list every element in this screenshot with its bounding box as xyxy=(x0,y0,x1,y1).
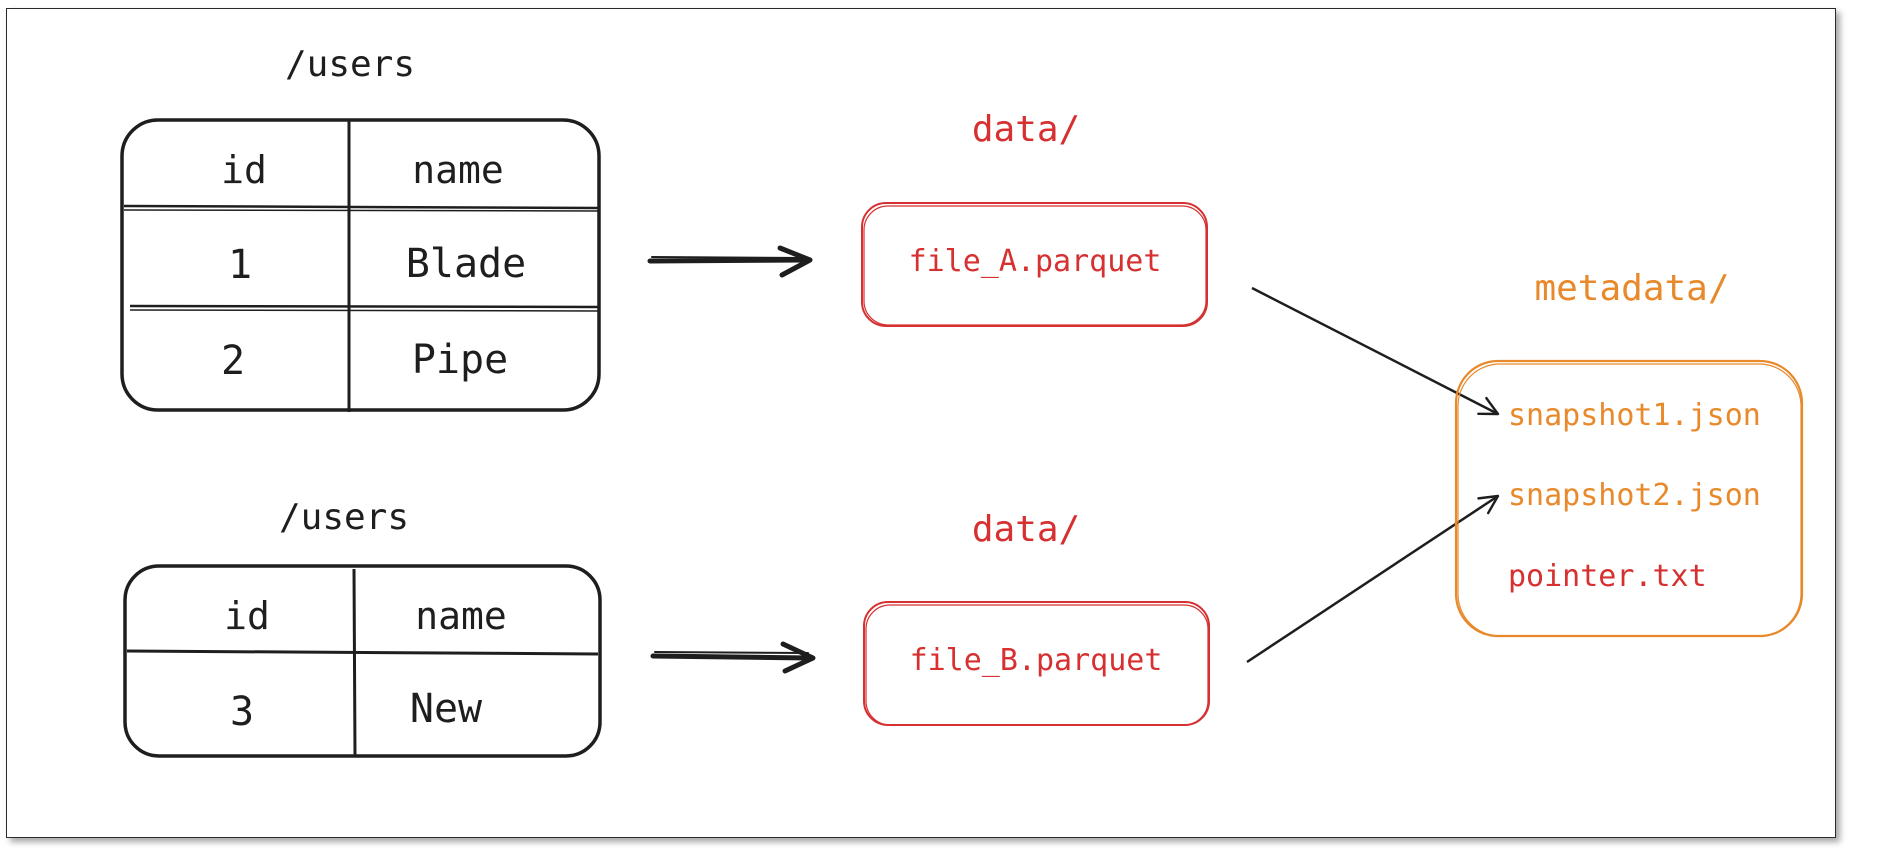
metadata-folder: metadata/ snapshot1.json snapshot2.json … xyxy=(1454,268,1804,638)
data-folder-label: data/ xyxy=(972,509,1080,550)
data-folder-a: data/ file_A.parquet xyxy=(861,109,1208,327)
metadata-file-name: snapshot1.json xyxy=(1508,398,1761,433)
header-cell-id: id xyxy=(221,148,267,192)
data-file-name: file_A.parquet xyxy=(909,244,1162,279)
table-title: /users xyxy=(285,44,415,85)
snapshot-arrow-1 xyxy=(1251,286,1500,416)
table-cell: 3 xyxy=(230,689,254,735)
data-file-name: file_B.parquet xyxy=(910,643,1163,678)
write-arrow-1 xyxy=(647,245,813,278)
snapshot-arrow-2 xyxy=(1246,494,1500,664)
write-arrow-2 xyxy=(650,641,816,674)
header-cell-name: name xyxy=(415,594,507,638)
table-border xyxy=(120,118,601,412)
table-cell: 2 xyxy=(221,338,245,384)
table-cell: Blade xyxy=(406,241,526,287)
table-cell: 1 xyxy=(228,242,252,288)
table-title: /users xyxy=(279,497,409,538)
data-folder-label: data/ xyxy=(972,109,1080,150)
metadata-file-name: pointer.txt xyxy=(1508,559,1707,594)
table-cell: New xyxy=(410,686,483,732)
diagram-frame xyxy=(6,8,1836,838)
data-file-box xyxy=(861,202,1208,327)
users-table-2: /users id name 3 New xyxy=(123,497,602,758)
data-folder-b: data/ file_B.parquet xyxy=(863,509,1210,726)
header-cell-name: name xyxy=(412,148,504,192)
row-divider xyxy=(129,304,601,309)
metadata-file-name: snapshot2.json xyxy=(1508,478,1761,513)
row-divider xyxy=(123,204,599,210)
table-cell: Pipe xyxy=(412,337,508,383)
users-table-1: /users id name 1 Blade 2 Pipe xyxy=(120,44,601,412)
table-border xyxy=(123,564,602,758)
header-cell-id: id xyxy=(224,594,270,638)
column-divider xyxy=(352,568,357,757)
metadata-folder-label: metadata/ xyxy=(1534,268,1729,309)
row-divider xyxy=(126,649,599,656)
